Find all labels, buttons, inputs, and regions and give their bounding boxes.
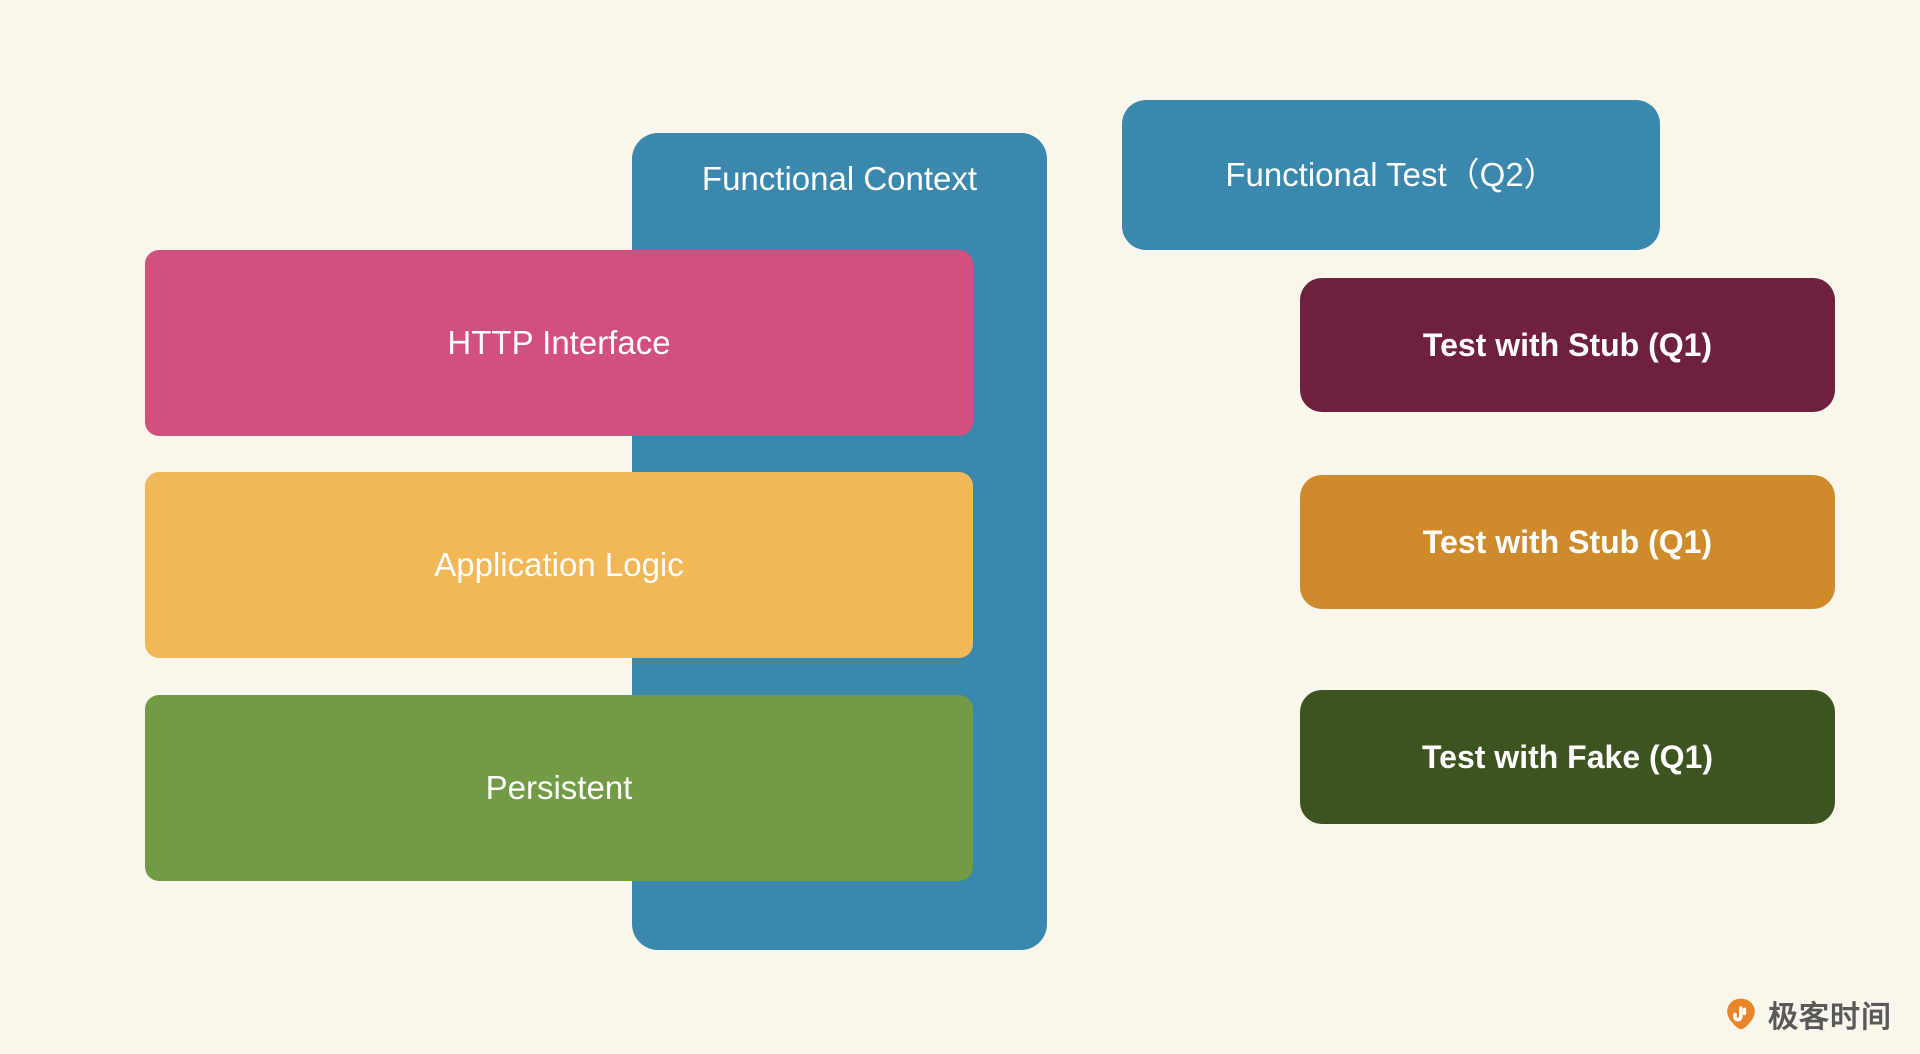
watermark: 极客时间: [1724, 992, 1892, 1036]
layer-box-persistent: Persistent: [145, 695, 973, 881]
layer-box-http-interface: HTTP Interface: [145, 250, 973, 436]
watermark-text: 极客时间: [1768, 1000, 1892, 1035]
geektime-logo-icon: [1724, 997, 1758, 1031]
test-box-functional-test-q2: Functional Test（Q2）: [1122, 100, 1660, 250]
test-box-test-with-stub-q1-secondary: Test with Stub (Q1): [1300, 475, 1835, 609]
test-box-test-with-stub-q1-primary: Test with Stub (Q1): [1300, 278, 1835, 412]
layer-box-application-logic: Application Logic: [145, 472, 973, 658]
test-box-test-with-fake-q1: Test with Fake (Q1): [1300, 690, 1835, 824]
